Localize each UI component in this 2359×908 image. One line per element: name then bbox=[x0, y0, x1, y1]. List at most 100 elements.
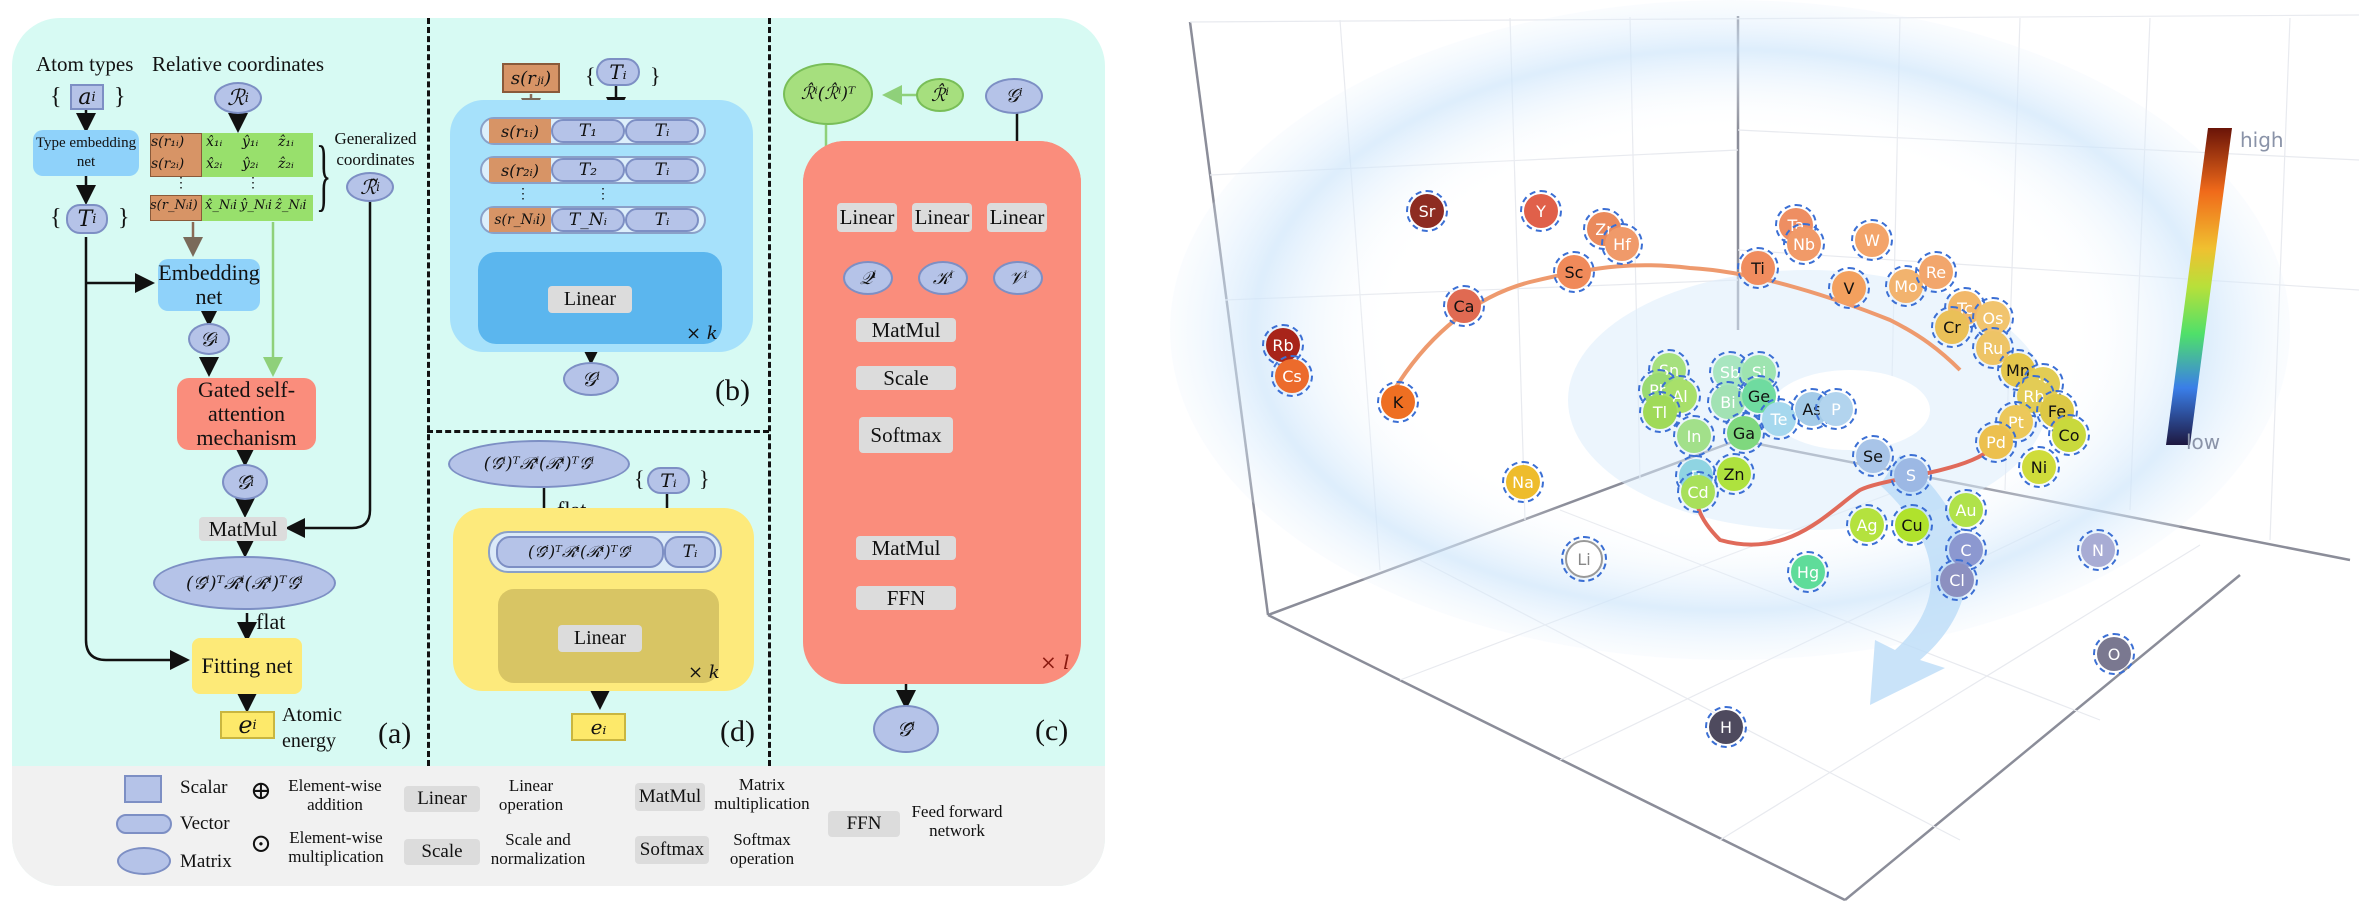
generalized-coordinates-label: Generalized coordinates bbox=[334, 129, 417, 169]
heading-relative-coordinates: Relative coordinates bbox=[152, 52, 325, 76]
coord-s-1: s(r₁ᵢ) bbox=[151, 134, 185, 150]
legend-softmax-desc: Softmax operation bbox=[729, 830, 795, 868]
row-n-s: s(r_Nᵢi) bbox=[489, 208, 551, 232]
legend-add-icon: ⊕ bbox=[250, 776, 272, 805]
brace-open: { bbox=[50, 84, 62, 110]
element-node-bi: Bi bbox=[1707, 381, 1749, 423]
brace-open-2: { bbox=[50, 205, 62, 231]
element-node-rb: Rb bbox=[1262, 324, 1304, 366]
element-node-cl: Cl bbox=[1936, 559, 1978, 601]
legend-ffn-box: FFN bbox=[828, 811, 900, 837]
legend-linear-desc: Linear operation bbox=[498, 776, 564, 814]
divider-b-d bbox=[427, 430, 769, 433]
coord-s-n: s(r_Nᵢi) bbox=[150, 198, 198, 213]
legend-scalar-icon bbox=[124, 775, 162, 803]
brace-close-b: } bbox=[650, 63, 661, 88]
coord-x-2: x̂₂ᵢ bbox=[206, 156, 223, 172]
query-matrix: 𝒬ⁱ bbox=[843, 261, 893, 295]
legend-mul-icon: ⊙ bbox=[250, 829, 272, 858]
colorbar-low-label: low bbox=[2186, 430, 2221, 454]
vdots-2: ⋮ bbox=[246, 176, 260, 191]
s-rji-scalar: s(rⱼᵢ) bbox=[502, 63, 560, 93]
element-node-re: Re bbox=[1915, 251, 1957, 293]
legend-bar bbox=[12, 766, 1105, 886]
element-node-mo: Mo bbox=[1885, 265, 1927, 307]
atomic-energy-label: Atomic energy bbox=[282, 704, 342, 752]
linear-q: Linear bbox=[837, 203, 897, 232]
element-node-pd: Pd bbox=[1975, 421, 2017, 463]
panel-label-c: (c) bbox=[1035, 714, 1069, 747]
repeat-k-d: × k bbox=[688, 662, 720, 683]
vdots-b1: ⋮ bbox=[516, 187, 530, 202]
element-node-n: N bbox=[2077, 529, 2119, 571]
panel-label-b: (b) bbox=[715, 374, 750, 407]
row-1-ti: Tᵢ bbox=[625, 119, 699, 143]
atomic-energy-output-d: eᵢ bbox=[571, 713, 626, 741]
legend-scale-box: Scale bbox=[404, 839, 480, 865]
element-node-ru: Ru bbox=[1972, 327, 2014, 369]
element-node-ni: Ni bbox=[2018, 446, 2060, 488]
generalized-coords-matrix: ℛ̃i bbox=[346, 172, 394, 202]
vdots-b2: ⋮ bbox=[596, 187, 610, 202]
element-node-os: Os bbox=[1972, 297, 2014, 339]
coord-z-n: ẑ_Nᵢi bbox=[275, 198, 307, 213]
element-node-ga: Ga bbox=[1723, 412, 1765, 454]
coord-z-1: ẑ₁ᵢ bbox=[278, 134, 294, 150]
legend-ffn-desc: Feed forward network bbox=[911, 802, 1003, 840]
coord-x-n: x̂_Nᵢi bbox=[205, 198, 237, 213]
r-hat-matrix: ℛ̂ⁱ bbox=[916, 78, 964, 112]
value-matrix: 𝒱ⁱ bbox=[993, 261, 1043, 295]
coord-s-2: s(r₂ᵢ) bbox=[151, 156, 185, 172]
flat-label: flat bbox=[256, 609, 286, 634]
element-node-s: S bbox=[1890, 454, 1932, 496]
repeat-l: × l bbox=[1040, 650, 1070, 674]
gated-self-attention-block: Gated self-attention mechanism bbox=[177, 378, 316, 450]
brace-open-d: { bbox=[634, 466, 645, 491]
element-node-c: C bbox=[1945, 529, 1987, 571]
legend-vector-label: Vector bbox=[180, 813, 230, 834]
element-node-ca: Ca bbox=[1443, 285, 1485, 327]
row-2-s: s(r₂ᵢ) bbox=[489, 158, 551, 182]
embedding-output-matrix: 𝒢ⁱ bbox=[563, 362, 619, 396]
row-n-ti: Tᵢ bbox=[625, 208, 699, 232]
xyz-column-bottom bbox=[202, 195, 313, 221]
legend-matrix-icon bbox=[117, 847, 171, 875]
xyz-column-top bbox=[202, 133, 313, 177]
element-node-na: Na bbox=[1502, 461, 1544, 503]
element-node-y: Y bbox=[1520, 190, 1562, 232]
element-node-sc: Sc bbox=[1553, 251, 1595, 293]
matmul-av: MatMul bbox=[856, 536, 956, 560]
legend-matmul-desc: Matrix multiplication bbox=[714, 775, 810, 813]
element-node-in: In bbox=[1673, 415, 1715, 457]
element-node-hf: Hf bbox=[1601, 223, 1643, 265]
coord-y-2: ŷ₂ᵢ bbox=[242, 156, 259, 172]
type-vector-d: Tᵢ bbox=[647, 467, 690, 494]
gate-matrix: ℛ̂ⁱ(ℛ̂ⁱ)ᵀ bbox=[783, 63, 873, 125]
coord-x-1: x̂₁ᵢ bbox=[206, 134, 223, 150]
linear-op-b: Linear bbox=[548, 286, 632, 313]
ffn-op: FFN bbox=[856, 586, 956, 610]
element-node-o: O bbox=[2093, 633, 2135, 675]
legend-softmax-box: Softmax bbox=[635, 836, 709, 864]
element-node-sr: Sr bbox=[1406, 190, 1448, 232]
legend-scale-desc: Scale and normalization bbox=[490, 830, 586, 868]
concat-vector: (𝒢̂ⁱ)ᵀℛ̃ⁱ(ℛ̃ⁱ)ᵀ𝒢̇ⁱ Tᵢ bbox=[488, 531, 722, 573]
element-node-w: W bbox=[1851, 219, 1893, 261]
legend-matmul-box: MatMul bbox=[635, 783, 705, 811]
element-node-cu: Cu bbox=[1891, 504, 1933, 546]
element-node-zr: Zr bbox=[1583, 208, 1625, 250]
fitting-net: Fitting net bbox=[192, 638, 302, 694]
row-1-t: T₁ bbox=[551, 119, 625, 143]
element-node-hg: Hg bbox=[1787, 551, 1829, 593]
element-node-v: V bbox=[1828, 267, 1870, 309]
embedding-input-rows: s(r₁ᵢ) T₁ Tᵢ s(r₂ᵢ) T₂ Tᵢ ⋮ ⋮ s(r_Nᵢi) T… bbox=[480, 117, 706, 235]
element-node-p: P bbox=[1815, 388, 1857, 430]
legend-add-label: Element-wise addition bbox=[288, 776, 382, 814]
element-node-co: Co bbox=[2048, 414, 2090, 456]
element-node-tl: Tl bbox=[1639, 391, 1681, 433]
